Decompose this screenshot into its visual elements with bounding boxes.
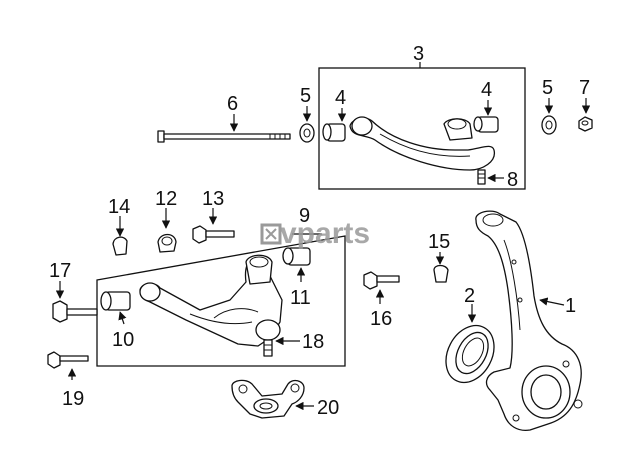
watermark-text: vparts bbox=[280, 217, 370, 250]
callout-6: 6 bbox=[227, 93, 238, 115]
callout-labels: 1 2 3 4 4 5 5 6 7 8 9 10 11 12 13 14 15 … bbox=[49, 43, 590, 419]
callout-18: 18 bbox=[302, 331, 324, 353]
callout-4-left: 4 bbox=[335, 87, 346, 109]
nut-part bbox=[578, 116, 593, 132]
bolt-part-16 bbox=[363, 271, 400, 290]
callout-11: 11 bbox=[290, 287, 311, 309]
watermark-logo: vparts bbox=[260, 217, 370, 250]
washer-part-right bbox=[541, 115, 557, 135]
callout-20: 20 bbox=[317, 397, 339, 419]
callout-1: 1 bbox=[565, 295, 576, 317]
washer-part-left bbox=[299, 123, 315, 143]
lower-arm-group-box bbox=[96, 235, 346, 367]
callout-9: 9 bbox=[299, 205, 310, 227]
flange-bolt-part bbox=[52, 300, 98, 323]
callout-4-right: 4 bbox=[481, 79, 492, 101]
callout-15: 15 bbox=[428, 231, 450, 253]
callout-5-right: 5 bbox=[542, 77, 553, 99]
callout-2: 2 bbox=[464, 285, 475, 307]
long-bolt-part bbox=[157, 130, 291, 143]
callout-8: 8 bbox=[507, 169, 518, 191]
lower-bushing-part-rear bbox=[282, 247, 311, 266]
callout-5-left: 5 bbox=[300, 85, 311, 107]
callout-17: 17 bbox=[49, 260, 71, 282]
cap-nut-part bbox=[433, 264, 449, 283]
callout-10: 10 bbox=[112, 329, 134, 351]
bushing-part-left bbox=[322, 123, 346, 142]
seal-ring-part bbox=[445, 324, 495, 384]
lower-control-arm-part bbox=[139, 254, 283, 357]
upper-arm-group-box bbox=[318, 67, 526, 190]
upper-control-arm-part bbox=[349, 116, 495, 185]
bushing-part-right bbox=[473, 116, 499, 133]
steering-knuckle-part bbox=[475, 210, 583, 432]
callout-13: 13 bbox=[202, 188, 224, 210]
cam-plate-part bbox=[112, 236, 128, 256]
bolt-part-19 bbox=[47, 351, 89, 369]
callout-19: 19 bbox=[62, 388, 84, 410]
callout-7: 7 bbox=[579, 77, 590, 99]
lower-bracket-part bbox=[231, 379, 305, 419]
cam-bolt-part bbox=[192, 225, 235, 244]
callout-16: 16 bbox=[370, 308, 392, 330]
cam-washer-part bbox=[157, 233, 177, 253]
callout-12: 12 bbox=[155, 188, 177, 210]
leader-lines bbox=[55, 62, 591, 411]
lower-bushing-part-front bbox=[100, 291, 131, 311]
callout-3: 3 bbox=[413, 43, 424, 65]
callout-14: 14 bbox=[108, 196, 130, 218]
